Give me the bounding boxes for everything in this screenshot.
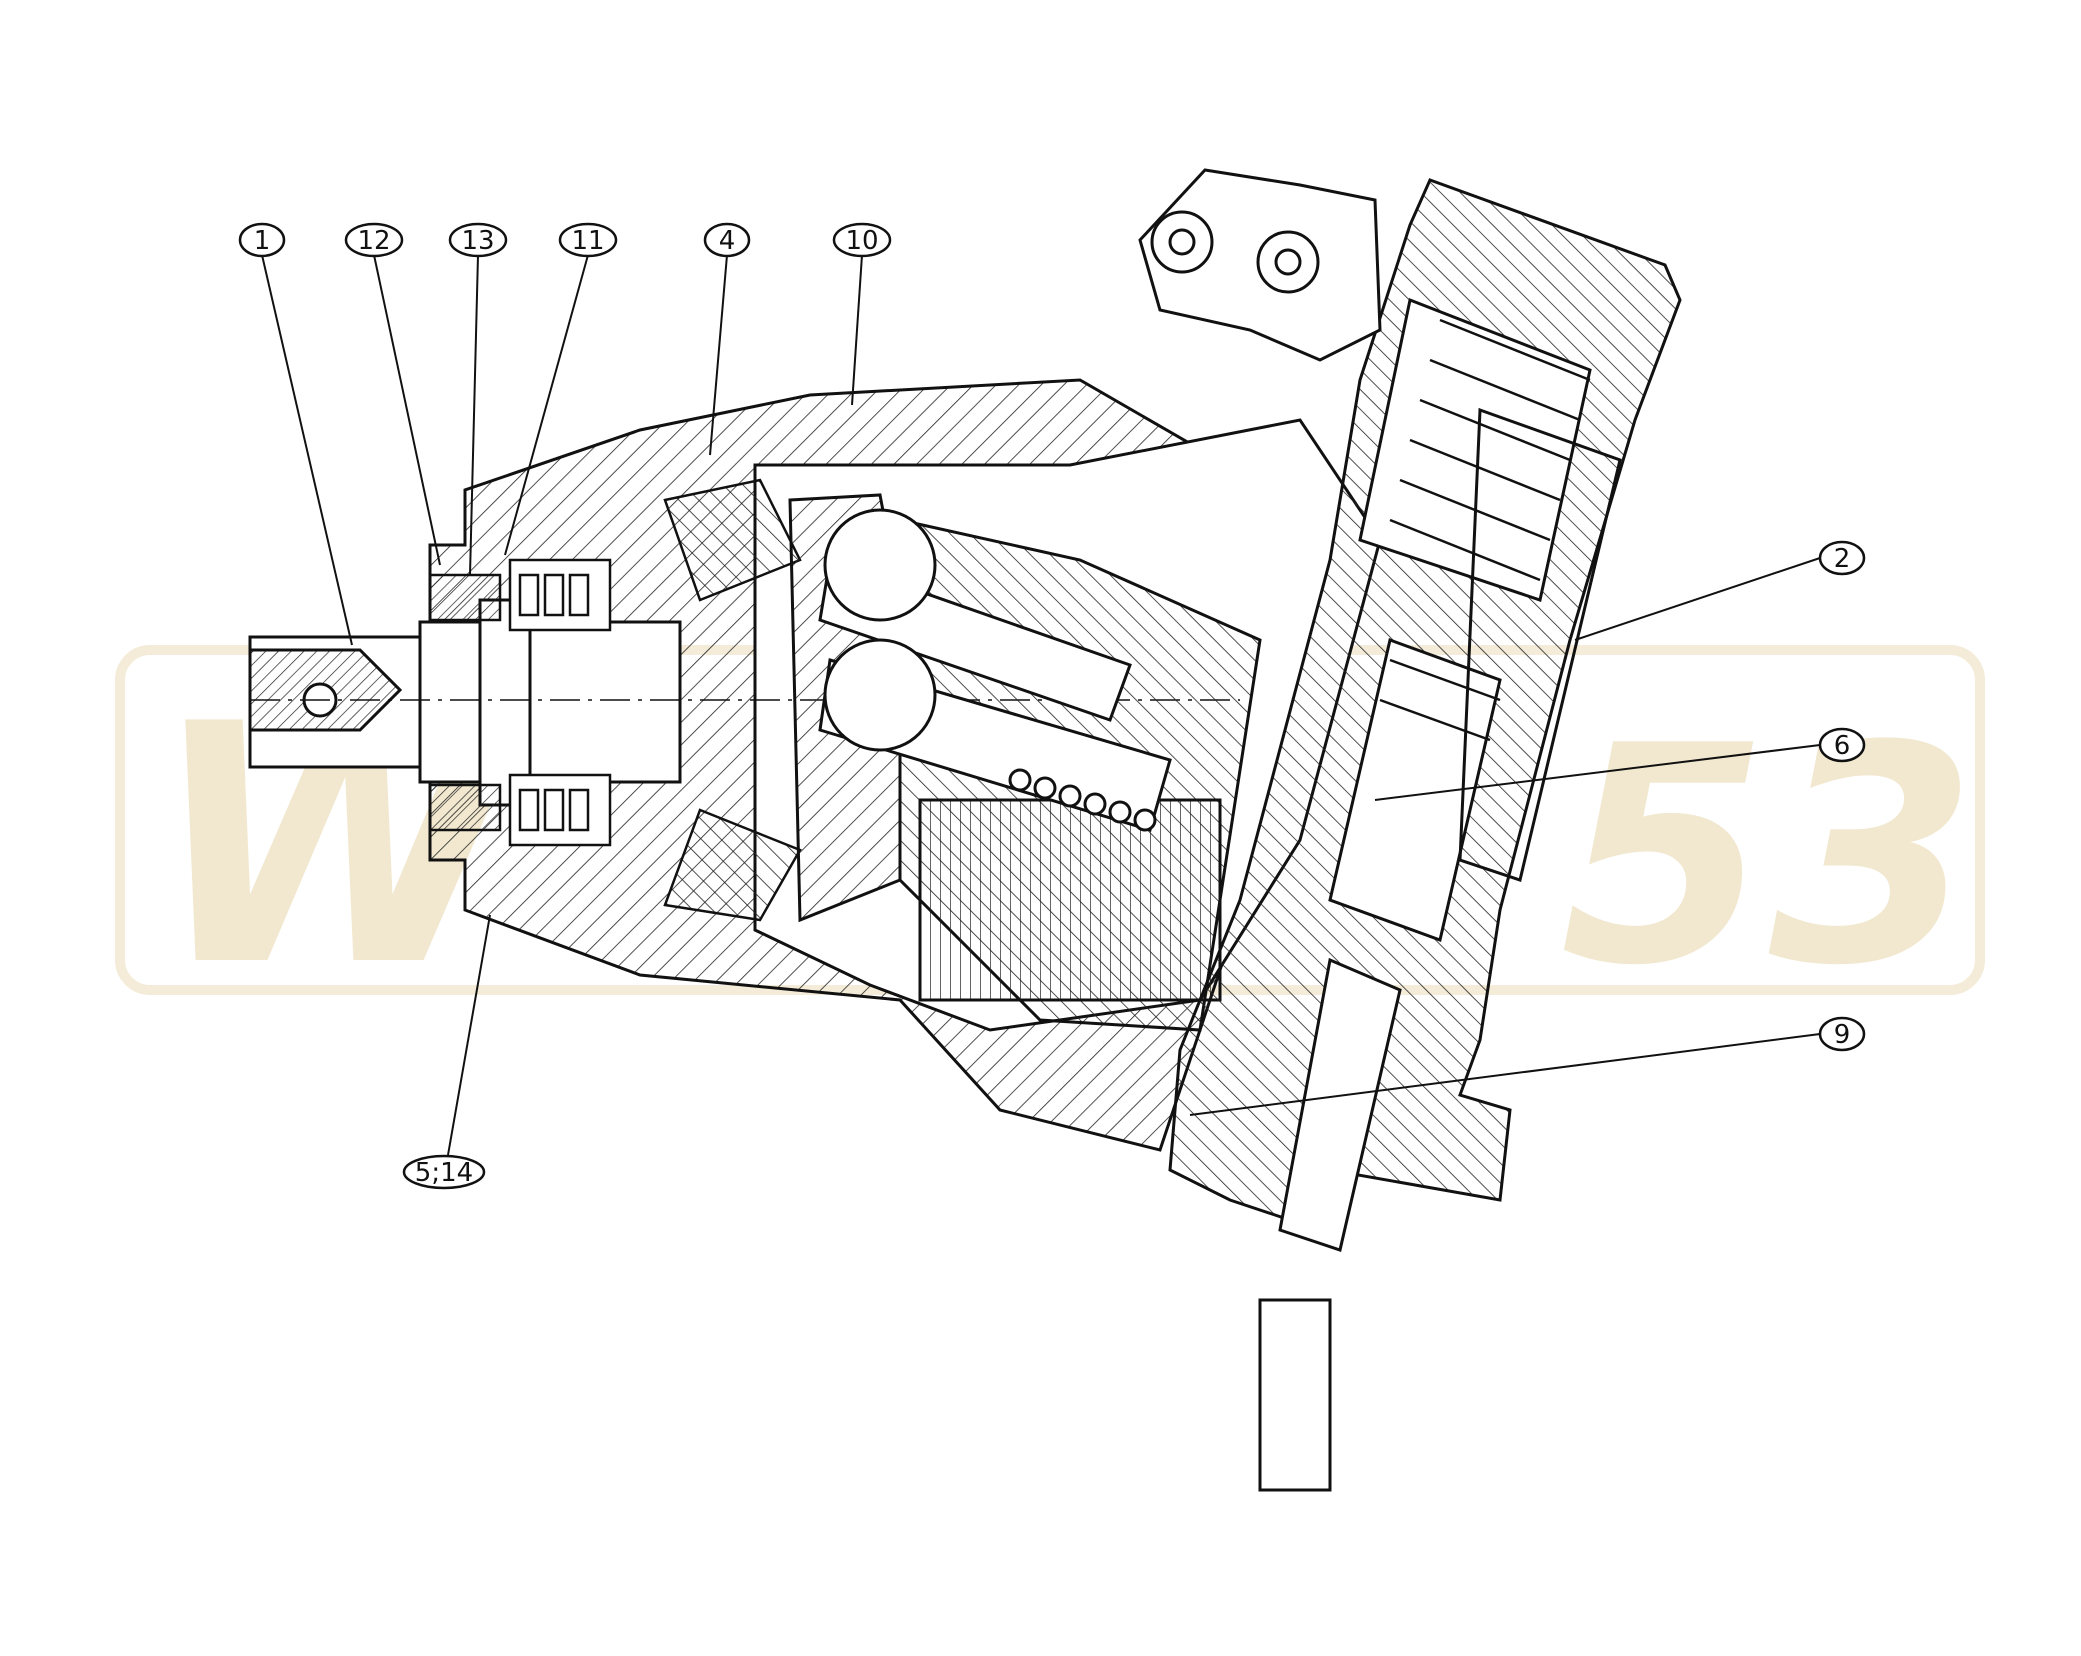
callout-9: 9 — [1818, 1016, 1866, 1052]
callout-11: 11 — [558, 222, 618, 258]
leader-lines — [261, 254, 1821, 1156]
callout-1: 1 — [238, 222, 286, 258]
control-block — [1168, 178, 1682, 1492]
callout-12: 12 — [344, 222, 404, 258]
callout-label: 2 — [1834, 544, 1851, 574]
callout-label: 11 — [571, 226, 604, 256]
top-valve-fitting — [1138, 168, 1382, 362]
callouts: 1 12 13 11 4 10 2 6 — [238, 222, 1866, 1190]
callout-label: 5;14 — [415, 1158, 473, 1188]
svg-text:53: 53 — [1560, 682, 1977, 1031]
callout-label: 6 — [1834, 731, 1851, 761]
shaft-bearings — [428, 478, 802, 922]
callout-2: 2 — [1818, 540, 1866, 576]
callout-label: 4 — [719, 226, 736, 256]
callout-label: 9 — [1834, 1020, 1851, 1050]
callout-4: 4 — [703, 222, 751, 258]
control-spring — [1379, 318, 1591, 742]
callout-13: 13 — [448, 222, 508, 258]
callout-6: 6 — [1818, 727, 1866, 763]
callout-label: 12 — [357, 226, 390, 256]
callout-label: 13 — [461, 226, 494, 256]
callout-5-14: 5;14 — [402, 1154, 486, 1190]
callout-label: 10 — [845, 226, 878, 256]
cylinder-barrel — [788, 493, 1262, 1032]
callout-10: 10 — [832, 222, 892, 258]
drive-shaft — [248, 598, 1240, 807]
callout-label: 1 — [254, 226, 271, 256]
